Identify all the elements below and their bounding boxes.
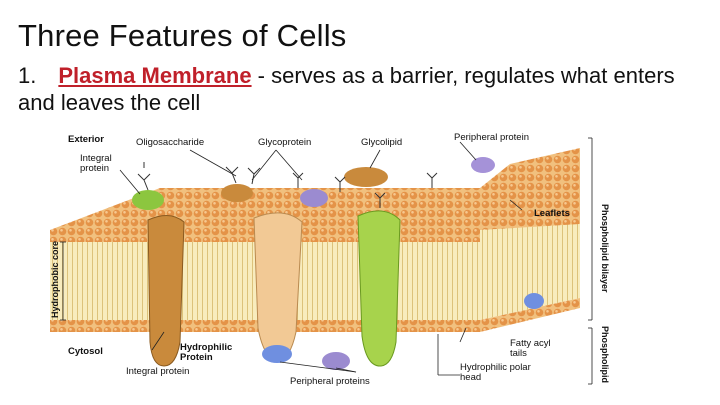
label-glycolipid: Glycolipid	[361, 137, 402, 148]
label-peripheral-protein: Peripheral protein	[454, 132, 529, 143]
label-phospholipid-bilayer: Phospholipid bilayer	[600, 204, 610, 293]
point-1: 1. Plasma Membrane - serves as a barrier,…	[18, 62, 708, 116]
peripheral-protein-top	[471, 157, 495, 173]
label-cytosol: Cytosol	[68, 346, 103, 357]
glycolipid-cap	[344, 167, 388, 187]
peripheral-protein-right	[524, 293, 544, 309]
membrane-right-leaflet	[480, 224, 580, 320]
peripheral-protein-bottom-2	[322, 352, 350, 370]
label-glycoprotein: Glycoprotein	[258, 137, 311, 148]
integral-protein-brown	[147, 215, 185, 367]
point-number: 1.	[18, 63, 37, 88]
label-leaflets: Leaflets	[534, 208, 570, 219]
label-hydrophilic-2: Protein	[180, 352, 213, 363]
integral-protein-tan	[253, 212, 303, 361]
label-integral-1: Integral	[80, 153, 112, 164]
label-polar-head-1: Hydrophilic polar	[460, 362, 531, 373]
label-peripheral-proteins: Peripheral proteins	[290, 376, 370, 387]
membrane-diagram: Exterior Oligosaccharide Glycoprotein Gl…	[40, 128, 620, 398]
label-exterior: Exterior	[68, 134, 104, 145]
integral-protein-green	[357, 210, 401, 367]
label-hydrophobic-core: Hydrophobic core	[50, 241, 60, 318]
oligosaccharide-chains	[137, 162, 438, 208]
label-integral-2: protein	[80, 163, 109, 174]
label-oligosaccharide: Oligosaccharide	[136, 137, 204, 148]
glycoprotein-cap	[221, 184, 253, 202]
integral-green-cap	[132, 190, 164, 210]
slide-title: Three Features of Cells	[18, 18, 347, 53]
label-hydrophilic-1: Hydrophilic	[180, 342, 232, 353]
label-polar-head-2: head	[460, 372, 481, 383]
leader-lines	[60, 137, 593, 385]
point-term: Plasma Membrane	[58, 63, 252, 88]
peripheral-protein-purple	[300, 189, 328, 207]
point-text: - serves as a barrier, regulates what en…	[18, 63, 675, 115]
peripheral-protein-bottom-1	[262, 345, 292, 363]
label-fatty-acyl-1: Fatty acyl	[510, 338, 551, 349]
label-phospholipid: Phospholipid	[600, 326, 610, 383]
label-integral-protein: Integral protein	[126, 366, 189, 377]
label-fatty-acyl-2: tails	[510, 348, 527, 359]
